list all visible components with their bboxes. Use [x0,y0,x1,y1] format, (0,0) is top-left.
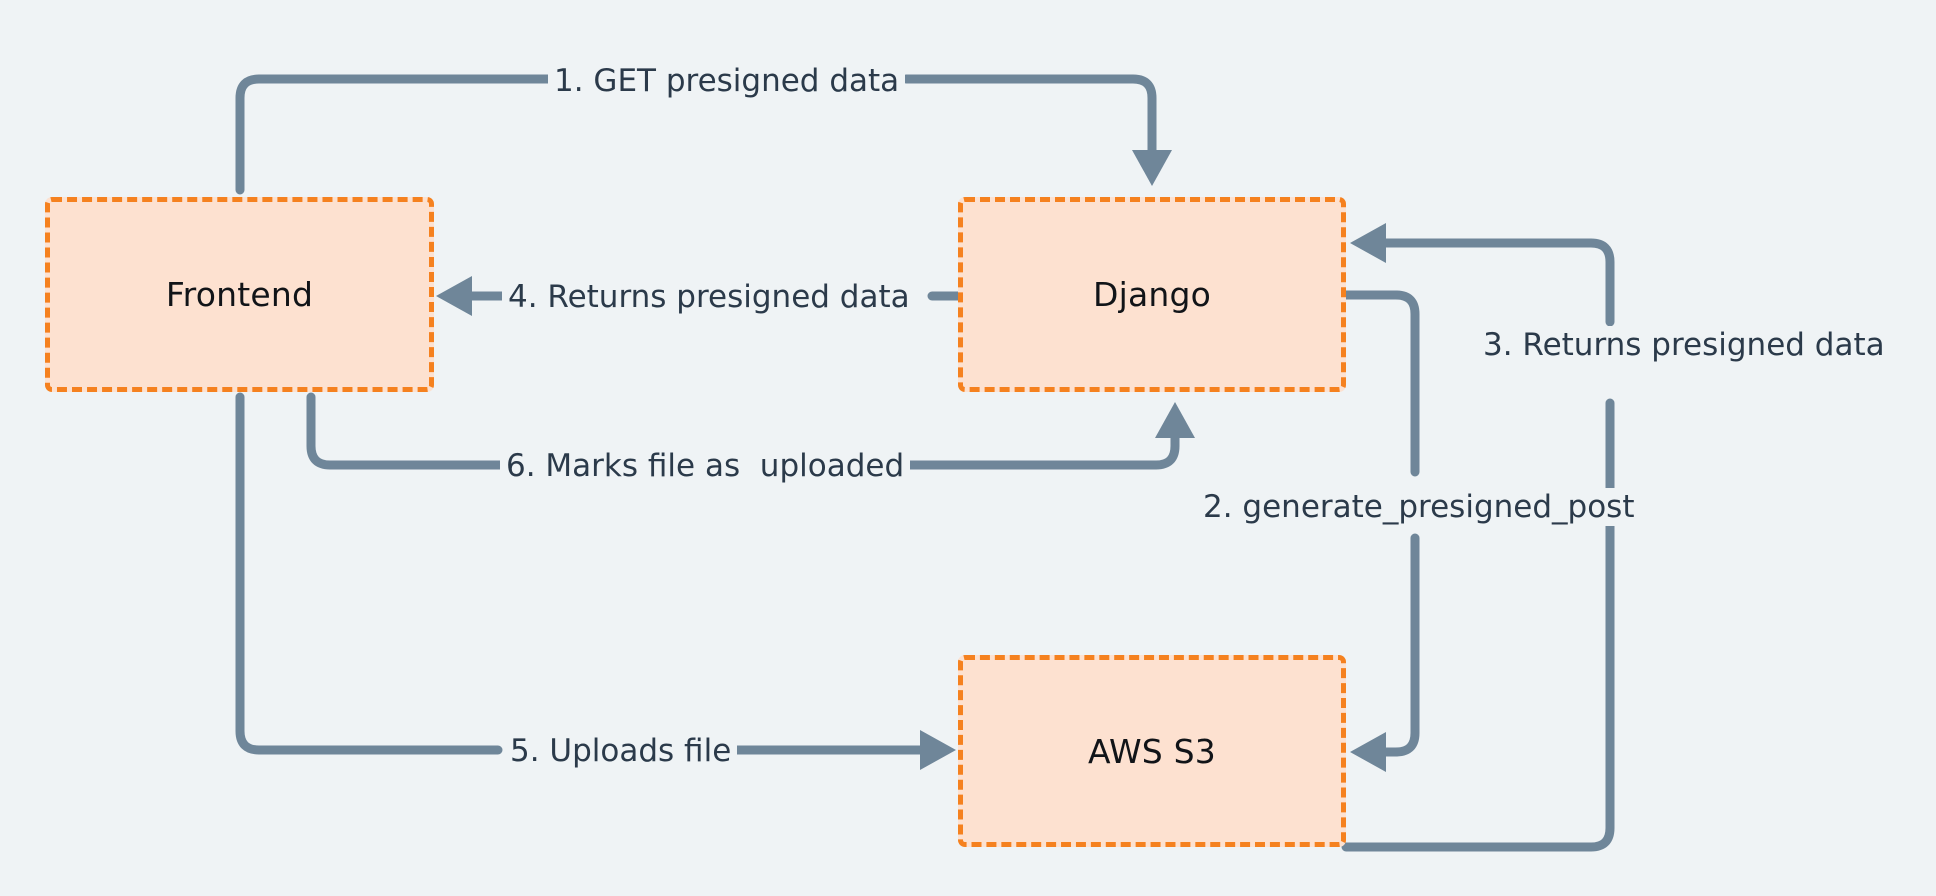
edge-1-segment-left [235,74,561,195]
node-aws-s3-label: AWS S3 [1088,731,1216,771]
edge-4-arrowhead [436,276,472,316]
edge-3-returns-presigned-data [1341,223,1615,852]
edge-2-label: 2. generate_presigned_post [1197,488,1641,527]
edge-4-returns-presigned-data [436,276,963,316]
edge-5-label: 5. Uploads file [504,732,738,771]
edge-5-uploads-file [235,392,956,770]
edge-6-segment-right [733,432,1180,470]
edge-6-arrowhead [1155,402,1195,438]
edge-1-label: 1. GET presigned data [548,62,906,101]
node-django-label: Django [1092,275,1212,314]
edge-2-arrowhead [1350,732,1386,772]
edge-2-segment-bottom [1379,533,1420,757]
edge-6-label: 6. Marks file as uploaded [500,447,911,486]
edge-5-arrowhead [920,730,956,770]
edge-3-label: 3. Returns presigned data [1477,326,1891,365]
edge-5-segment-left [235,392,503,755]
edge-6-segment-left [306,392,508,470]
edge-2-segment-top [1341,290,1420,477]
edge-6-marks-file-as-uploaded [306,392,1195,470]
edge-3-segment-lower [1341,398,1615,852]
edge-1-arrowhead [1132,150,1172,186]
edge-3-segment-upper [1379,238,1615,327]
edge-1-get-presigned-data [235,74,1172,195]
edge-1-segment-right [901,74,1157,157]
node-frontend[interactable]: Frontend [45,197,434,392]
node-frontend-label: Frontend [165,275,314,314]
node-django[interactable]: Django [958,197,1346,392]
edge-3-arrowhead [1350,223,1386,263]
edge-2-generate-presigned-post [1341,290,1420,772]
edge-4-label: 4. Returns presigned data [502,278,916,317]
node-aws-s3[interactable]: AWS S3 [958,655,1346,847]
